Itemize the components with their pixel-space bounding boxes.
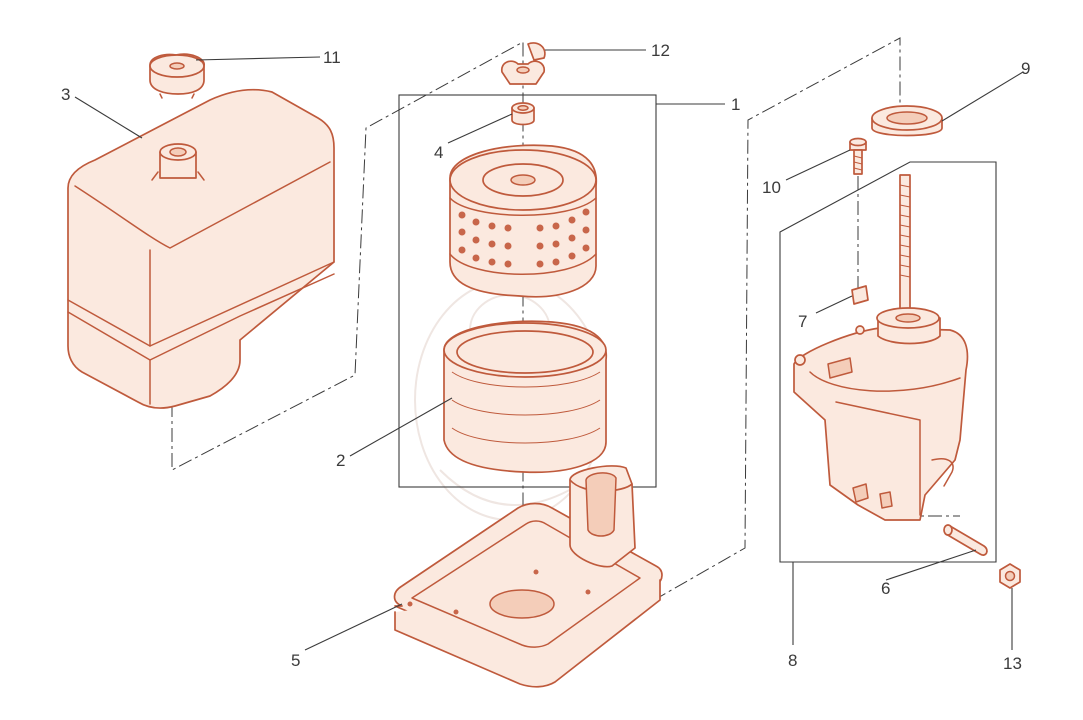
callout-3: 3 bbox=[61, 85, 71, 104]
callout-10: 10 bbox=[762, 178, 781, 197]
callout-8: 8 bbox=[788, 651, 798, 670]
callout-7: 7 bbox=[798, 312, 808, 331]
part-13-nut bbox=[999, 563, 1021, 589]
part-8-group-frame bbox=[779, 161, 997, 563]
part-11-wing-nut bbox=[149, 53, 205, 99]
part-1-paper-filter-element bbox=[449, 144, 598, 298]
callout-1: 1 bbox=[731, 95, 741, 114]
callout-4: 4 bbox=[434, 143, 444, 162]
callout-13: 13 bbox=[1003, 654, 1022, 673]
part-8-cleaner-case bbox=[793, 174, 969, 521]
callout-5: 5 bbox=[291, 651, 301, 670]
part-7-clip bbox=[851, 285, 869, 305]
part-1-group-frame bbox=[398, 94, 657, 488]
part-3-air-cleaner-cover bbox=[67, 88, 335, 409]
callout-2: 2 bbox=[336, 451, 346, 470]
filter-perforations bbox=[458, 208, 590, 268]
part-9-seal-ring bbox=[871, 105, 943, 137]
part-12-wing-bolt bbox=[501, 42, 546, 85]
leader-lines bbox=[74, 49, 1024, 651]
callout-12: 12 bbox=[651, 41, 670, 60]
part-5-base-tray bbox=[393, 465, 663, 688]
part-6-pin bbox=[943, 524, 988, 556]
callout-11: 11 bbox=[323, 48, 341, 67]
part-10-bolt bbox=[849, 137, 867, 175]
part-4-grommet bbox=[511, 102, 535, 126]
part-2-foam-element bbox=[443, 320, 608, 474]
callout-9: 9 bbox=[1021, 59, 1031, 78]
callout-6: 6 bbox=[881, 579, 891, 598]
